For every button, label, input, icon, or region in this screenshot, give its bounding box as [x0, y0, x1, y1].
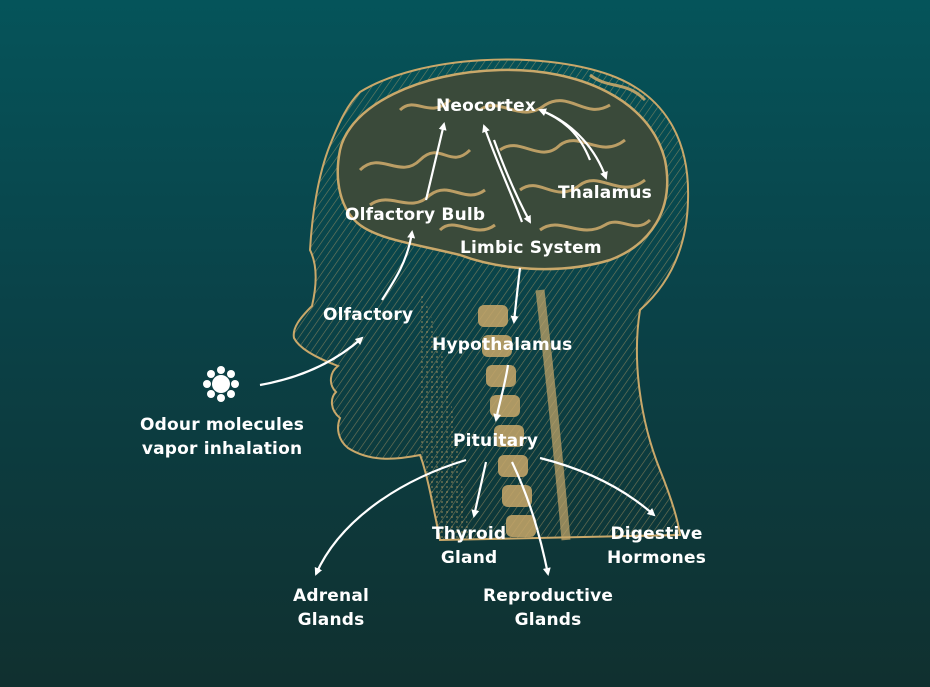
spinal-cord — [535, 289, 571, 541]
arrow-hypothalamus-pituitary — [493, 364, 510, 422]
arrow-odour-olfactory — [259, 336, 364, 387]
arrow-olfactory-bulb — [381, 230, 416, 301]
label-pituitary: Pituitary — [453, 431, 539, 451]
flow-arrows — [259, 108, 656, 576]
arrow-pituitary-reproductive — [511, 461, 551, 576]
arrow-pituitary-adrenal — [314, 458, 467, 576]
brain-folds — [358, 73, 652, 232]
brain-shape — [336, 68, 669, 271]
arrow-limbic-neocortex — [482, 124, 524, 223]
arrow-pituitary-thyroid — [471, 461, 488, 518]
label-thyroid-gland: Thyroid Gland — [432, 524, 507, 568]
label-digestive-hormones: Digestive Hormones — [607, 524, 707, 568]
label-olfactory-bulb: Olfactory Bulb — [345, 205, 486, 225]
arrow-thalamus-neocortex — [538, 108, 592, 161]
molecule-sun-icon — [203, 366, 239, 402]
label-olfactory: Olfactory — [323, 305, 414, 325]
arrow-limbic-hypothalamus — [510, 267, 522, 324]
arrow-bulb-neocortex — [424, 122, 447, 201]
label-odour-molecules: Odour molecules vapor inhalation — [140, 415, 305, 459]
throat-area — [420, 290, 470, 540]
label-hypothalamus: Hypothalamus — [432, 335, 573, 355]
arrow-pituitary-digestive — [539, 456, 656, 517]
label-limbic-system: Limbic System — [460, 238, 602, 258]
label-thalamus: Thalamus — [558, 183, 653, 203]
label-adrenal-glands: Adrenal Glands — [293, 586, 370, 630]
label-reproductive-glands: Reproductive Glands — [483, 586, 614, 630]
label-neocortex: Neocortex — [436, 96, 536, 116]
arrow-neocortex-limbic — [492, 139, 531, 224]
